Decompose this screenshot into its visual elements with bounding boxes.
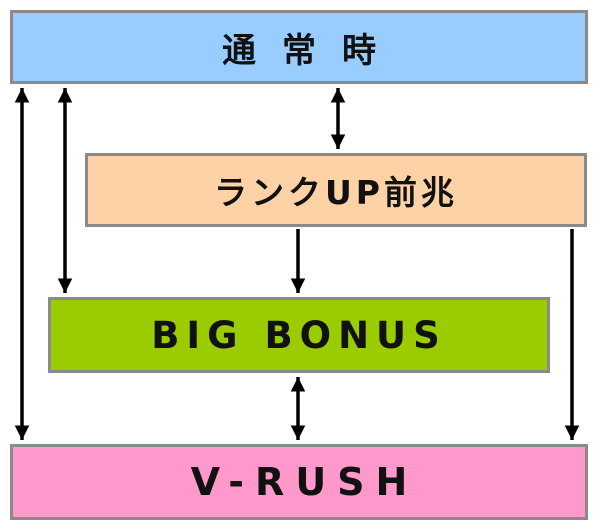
state-label-vrush: V-RUSH	[190, 460, 419, 504]
state-box-big-bonus: BIG BONUS	[48, 297, 550, 373]
state-label-big-bonus: BIG BONUS	[151, 313, 447, 357]
state-box-normal: 通常時	[10, 10, 588, 84]
state-label-rankup: ランクUP前兆	[214, 173, 458, 212]
state-label-normal: 通常時	[222, 30, 402, 71]
state-box-rankup: ランクUP前兆	[85, 153, 587, 227]
state-box-vrush: V-RUSH	[10, 444, 588, 520]
